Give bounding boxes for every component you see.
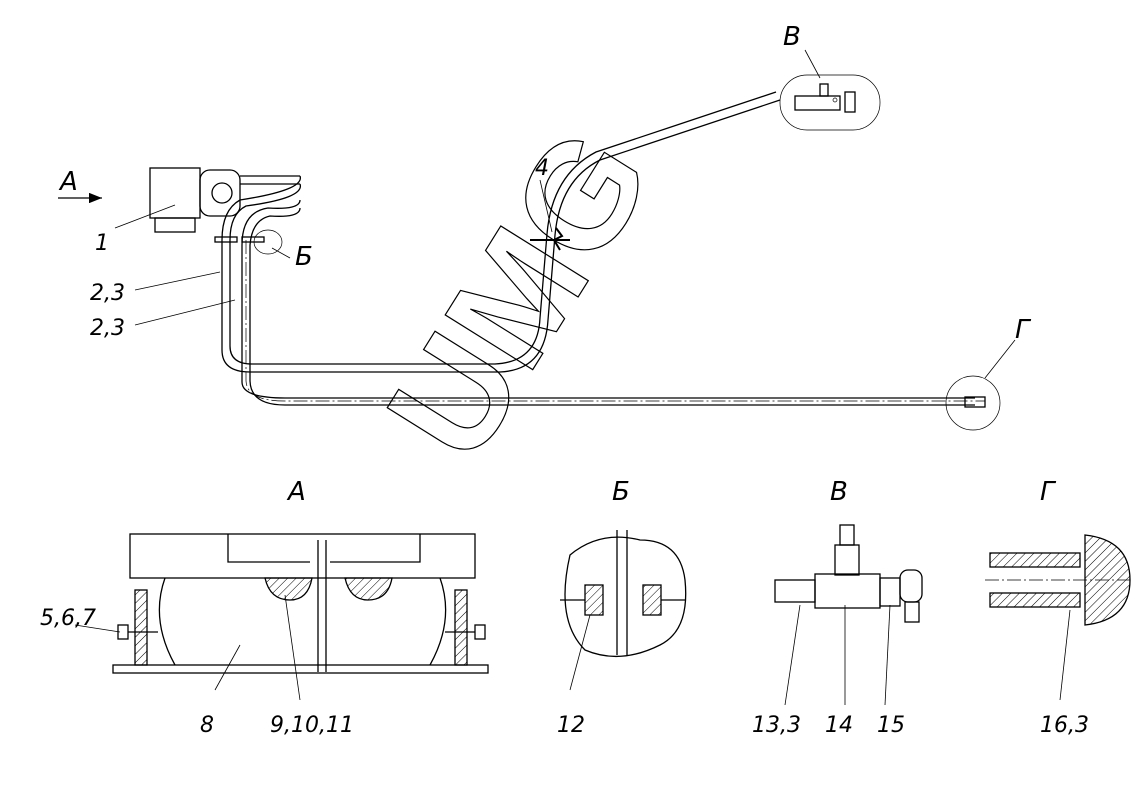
- callout-15: 15: [877, 713, 905, 738]
- callout-12: 12: [557, 713, 585, 738]
- callout-8: 8: [200, 713, 214, 738]
- main-view: [58, 49, 1016, 431]
- svg-text:UMG: UMG: [355, 101, 683, 487]
- callout-4: 4: [535, 156, 549, 181]
- section-g-title: Г: [1040, 477, 1057, 507]
- callout-2-3-b: 2,3: [90, 316, 125, 341]
- section-a-title: А: [286, 477, 306, 507]
- callout-detail-v: В: [783, 22, 801, 52]
- callout-detail-b: Б: [295, 242, 313, 272]
- section-v-title: В: [830, 477, 848, 507]
- section-b-title: Б: [612, 477, 630, 507]
- callout-16-3: 16,3: [1040, 713, 1089, 738]
- section-b: Б 12: [557, 477, 687, 738]
- section-a: А 5,6,7 8 9,10,11: [40, 477, 489, 738]
- callout-1: 1: [95, 231, 109, 256]
- watermark: UMG: [354, 101, 683, 488]
- callout-13-3: 13,3: [752, 713, 801, 738]
- callout-9-10-11: 9,10,11: [270, 713, 354, 738]
- callout-5-6-7: 5,6,7: [40, 606, 96, 631]
- section-g: Г 16,3: [985, 477, 1131, 738]
- section-v: В 13,3 14 15: [752, 477, 923, 738]
- detail-circle-v: [779, 74, 881, 131]
- unit-1: [149, 167, 300, 233]
- detail-circle-g: [945, 375, 1001, 431]
- callout-14: 14: [825, 713, 853, 738]
- view-arrow-label: A: [58, 167, 78, 197]
- callout-detail-g: Г: [1015, 315, 1032, 345]
- callout-2-3-a: 2,3: [90, 281, 125, 306]
- fitting-v: [794, 83, 856, 113]
- detail-circle-b: [253, 229, 283, 255]
